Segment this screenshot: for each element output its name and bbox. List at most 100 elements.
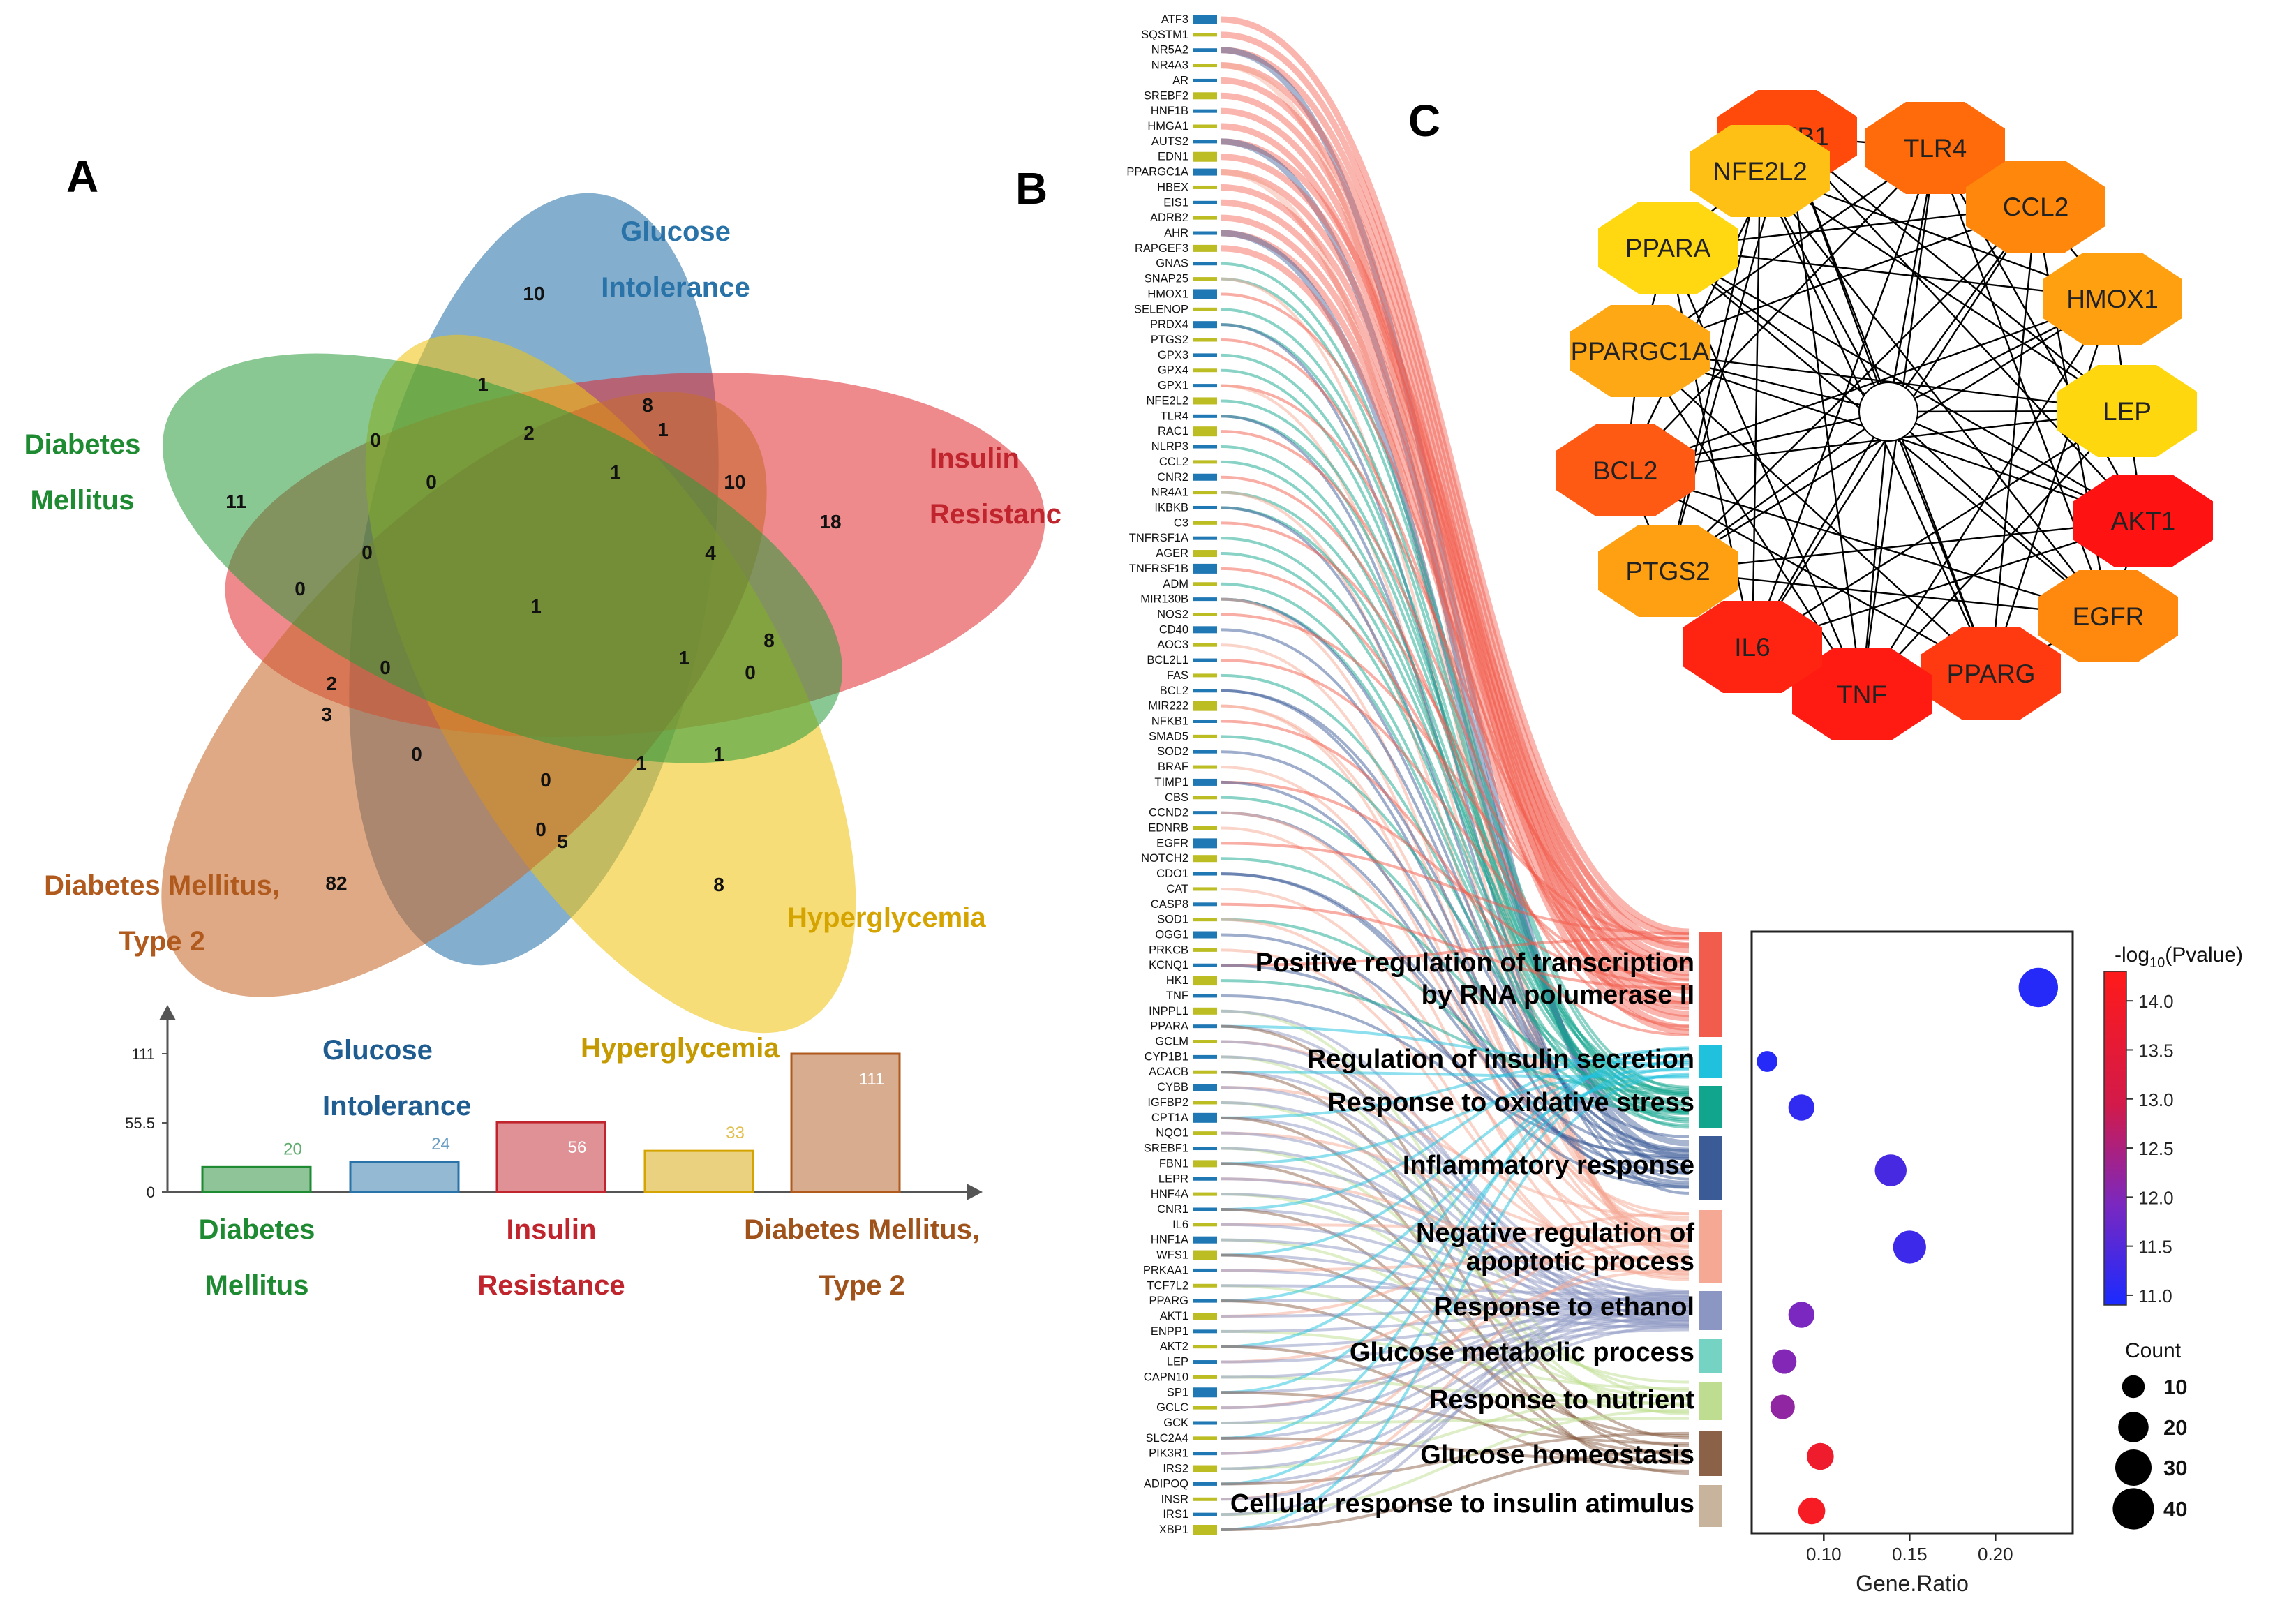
gene-label: AKT2 bbox=[1160, 1341, 1188, 1353]
sankey-flow bbox=[1221, 1284, 1690, 1414]
gene-node bbox=[1193, 796, 1217, 800]
network-edge bbox=[1861, 411, 1890, 695]
venn-region-count: 2 bbox=[326, 673, 337, 694]
gene-label: TCF7L2 bbox=[1147, 1279, 1188, 1292]
sankey-flow bbox=[1221, 994, 1690, 1158]
gene-node bbox=[1193, 976, 1217, 986]
network-node bbox=[1792, 648, 1932, 740]
network-node-label: NFE2L2 bbox=[1713, 157, 1807, 186]
sankey-flow bbox=[1221, 1177, 1690, 1299]
bar-value-label: 111 bbox=[859, 1070, 884, 1089]
bar-category-label: Insulin bbox=[507, 1214, 597, 1245]
network-node bbox=[1556, 424, 1695, 516]
gene-node bbox=[1193, 1360, 1217, 1364]
bar-category-label: Intolerance bbox=[322, 1091, 471, 1121]
gene-node bbox=[1193, 1436, 1217, 1440]
network-edge bbox=[1990, 298, 2114, 674]
network-node bbox=[1570, 305, 1710, 397]
sankey-flow bbox=[1221, 613, 1690, 941]
bar-x-axis-arrow bbox=[967, 1184, 983, 1200]
size-legend-label: 10 bbox=[2163, 1375, 2187, 1399]
dot-plot-frame bbox=[1750, 930, 2074, 1535]
gene-label: PIK3R1 bbox=[1149, 1447, 1188, 1460]
sankey-flow bbox=[1221, 384, 1690, 946]
gene-label: MIR130B bbox=[1140, 593, 1188, 606]
bar-y-tick-label: 0 bbox=[147, 1184, 155, 1201]
panel-b: B ATF3SQSTM1NR5A2NR4A3ARSREBF2HNF1BHMGA1… bbox=[1015, 13, 1722, 1536]
venn-region-count: 0 bbox=[535, 819, 546, 840]
gene-label: AOC3 bbox=[1157, 639, 1188, 651]
gene-node bbox=[1193, 1192, 1217, 1196]
venn-region-count: 8 bbox=[642, 394, 653, 416]
dot-plot-point bbox=[1772, 1349, 1797, 1374]
sankey-flow bbox=[1221, 1431, 1690, 1486]
gene-label: NLRP3 bbox=[1151, 440, 1188, 453]
gene-label: KCNQ1 bbox=[1149, 959, 1188, 971]
gene-node bbox=[1193, 1299, 1217, 1303]
go-term-label: Positive regulation of transcription bbox=[1255, 948, 1694, 978]
dot-plot-point bbox=[2018, 967, 2059, 1008]
bar bbox=[790, 1052, 901, 1193]
gene-label: CDO1 bbox=[1156, 867, 1188, 880]
venn-set-label: Hyperglycemia bbox=[787, 902, 986, 933]
gene-label: IKBKB bbox=[1154, 501, 1188, 514]
venn-region-count: 5 bbox=[557, 830, 568, 852]
venn-region-count: 1 bbox=[657, 419, 669, 440]
dot-plot-point bbox=[1757, 1051, 1778, 1072]
network-node bbox=[1966, 161, 2105, 253]
gene-node bbox=[1193, 414, 1217, 418]
sankey-flow bbox=[1221, 720, 1690, 1036]
size-legend-dot bbox=[2118, 1412, 2149, 1442]
sankey-flow bbox=[1221, 1394, 1690, 1470]
gene-label: AGER bbox=[1156, 547, 1188, 560]
gene-label: CYBB bbox=[1157, 1081, 1188, 1094]
venn-region-count: 10 bbox=[523, 283, 544, 304]
gene-label: XBP1 bbox=[1159, 1523, 1188, 1536]
venn-region-count: 0 bbox=[411, 743, 422, 765]
bar-value-label: 56 bbox=[568, 1138, 587, 1157]
gene-node bbox=[1193, 1387, 1217, 1398]
gene-node bbox=[1193, 1147, 1217, 1151]
gene-label: HBEX bbox=[1157, 181, 1188, 193]
gene-label: HNF1A bbox=[1151, 1234, 1188, 1246]
gene-label: FBN1 bbox=[1159, 1157, 1188, 1170]
network-node-label: EGFR bbox=[2073, 602, 2145, 631]
network-node-label: CCL2 bbox=[2003, 193, 2069, 221]
gene-label: BCL2L1 bbox=[1147, 654, 1188, 666]
gene-node bbox=[1193, 1345, 1217, 1349]
go-term-label: Response to oxidative stress bbox=[1327, 1088, 1694, 1117]
venn-set-label: Diabetes bbox=[24, 429, 141, 460]
gene-node bbox=[1193, 262, 1217, 266]
gene-label: SELENOP bbox=[1134, 303, 1188, 315]
sankey-flow bbox=[1221, 214, 1690, 1008]
gene-node bbox=[1193, 397, 1217, 405]
venn-set-label: Intolerance bbox=[601, 272, 750, 303]
gene-node bbox=[1193, 64, 1217, 68]
bar-category-label: Type 2 bbox=[819, 1270, 905, 1301]
gene-node bbox=[1193, 1024, 1217, 1029]
sankey-flow bbox=[1221, 1009, 1690, 1401]
go-term-label: apoptotic process bbox=[1466, 1247, 1694, 1276]
gene-node bbox=[1193, 778, 1217, 786]
network-center-node bbox=[1858, 382, 1918, 442]
dot-plot-point bbox=[1798, 1497, 1826, 1525]
venn-set-label: Glucose bbox=[620, 216, 731, 247]
gene-label: INSR bbox=[1161, 1493, 1189, 1505]
gene-label: GNAS bbox=[1156, 258, 1188, 270]
bar-y-axis-arrow bbox=[159, 1005, 176, 1020]
gene-label: ACACB bbox=[1149, 1066, 1188, 1078]
gene-label: ENPP1 bbox=[1151, 1325, 1188, 1338]
gene-node bbox=[1193, 109, 1217, 113]
gene-node bbox=[1193, 1465, 1217, 1472]
network-edge bbox=[1639, 205, 2036, 352]
network-edge bbox=[1639, 350, 1992, 674]
gene-label: OGG1 bbox=[1155, 929, 1188, 941]
venn-region-count: 18 bbox=[819, 511, 841, 532]
gene-node bbox=[1193, 750, 1217, 754]
sankey-flow bbox=[1221, 292, 1690, 969]
venn-region-count: 1 bbox=[530, 595, 542, 617]
dot-plot-x-tick-label: 0.10 bbox=[1806, 1544, 1842, 1565]
